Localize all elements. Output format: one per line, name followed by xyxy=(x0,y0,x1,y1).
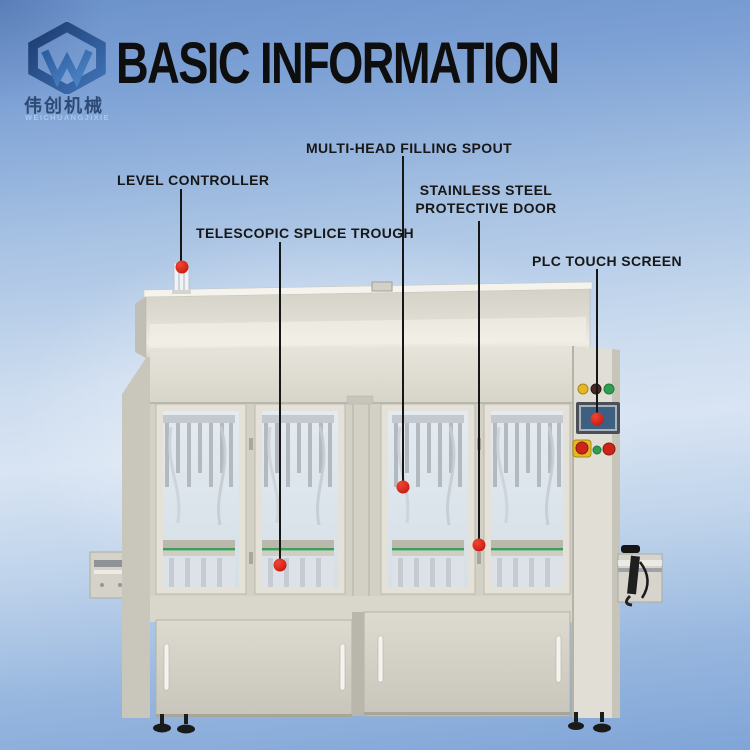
callout-line-telescopic-splice-trough xyxy=(279,242,281,560)
emergency-stop-buttons xyxy=(572,439,616,458)
machine-protective-doors xyxy=(150,395,572,596)
door-window-1 xyxy=(155,403,247,595)
machine-feet xyxy=(153,712,611,734)
stainless-label-line2: PROTECTIVE DOOR xyxy=(415,200,557,216)
callout-label-level-controller: LEVEL CONTROLLER xyxy=(117,172,270,188)
callout-line-level-controller xyxy=(180,189,182,261)
callout-line-stainless-steel-protective-door xyxy=(478,221,480,540)
machine-base-cabinets xyxy=(150,596,572,717)
machine-upper-panel xyxy=(150,346,572,404)
callout-label-multi-head-filling-spout: MULTI-HEAD FILLING SPOUT xyxy=(305,140,513,156)
machine-control-panel xyxy=(572,346,620,718)
door-window-2 xyxy=(254,403,346,595)
hexagon-knot-logo-icon xyxy=(28,22,106,94)
page-title: BASIC INFORMATION xyxy=(116,31,560,96)
callout-label-plc-touch-screen: PLC TOUCH SCREEN xyxy=(532,253,683,269)
callout-line-multi-head-filling-spout xyxy=(402,156,404,482)
door-window-3 xyxy=(380,403,476,595)
callout-dot-telescopic-splice-trough xyxy=(273,558,287,572)
callout-dot-stainless-steel-protective-door xyxy=(472,538,486,552)
callout-label-stainless-steel-protective-door: STAINLESS STEEL PROTECTIVE DOOR xyxy=(415,181,556,217)
callout-label-telescopic-splice-trough: TELESCOPIC SPLICE TROUGH xyxy=(196,225,415,241)
company-name-cn: 伟创机械 xyxy=(24,96,104,117)
callout-dot-plc-touch-screen xyxy=(590,412,604,426)
company-name-en: WEICHUANGJIXIE xyxy=(25,113,111,122)
stainless-label-line1: STAINLESS STEEL xyxy=(419,182,553,198)
callout-line-plc-touch-screen xyxy=(596,269,598,414)
conveyor-right xyxy=(617,545,663,607)
callout-dot-multi-head-filling-spout xyxy=(396,480,410,494)
machine-hopper-trough xyxy=(135,281,593,359)
machine-left-frame xyxy=(122,352,150,718)
door-window-4 xyxy=(483,403,571,595)
crank-handle xyxy=(621,545,640,607)
callout-dot-level-controller xyxy=(175,260,189,274)
cable xyxy=(638,561,649,599)
